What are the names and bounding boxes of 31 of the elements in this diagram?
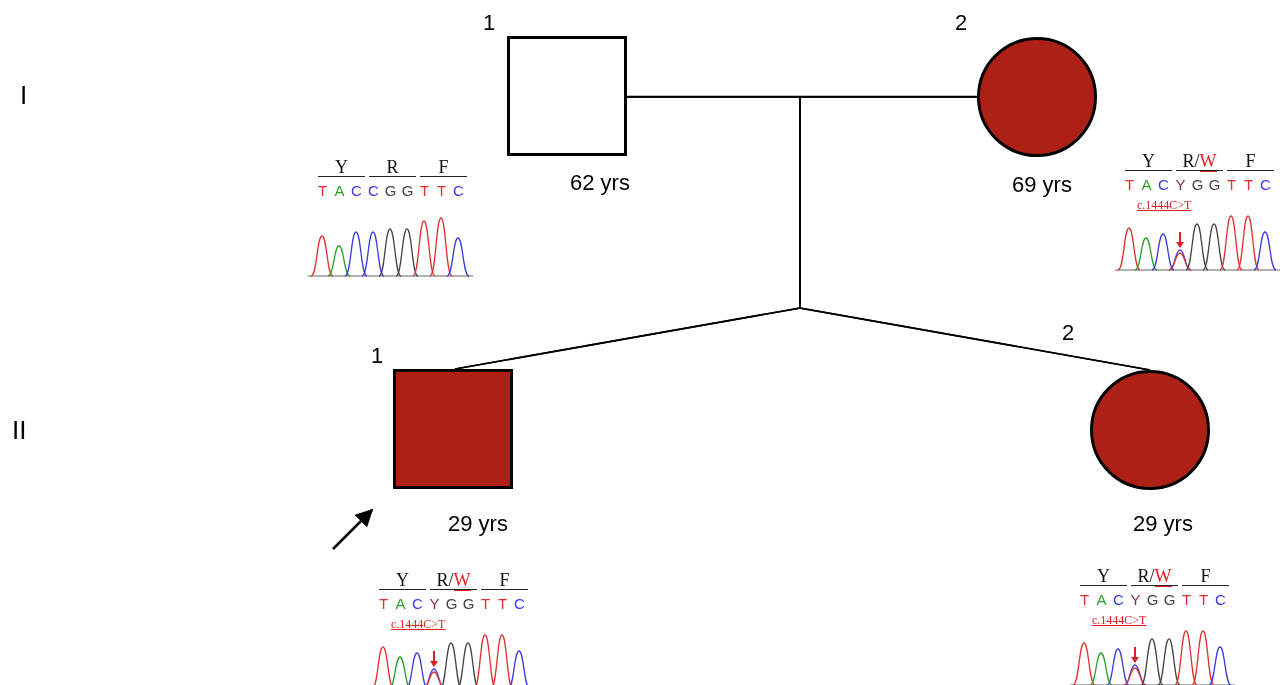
proband-arrow (332, 508, 374, 550)
dna-sequence: T A C Y G G T T C (377, 596, 526, 612)
age-label: 62 yrs (570, 170, 630, 196)
amino-acid-label: R/W (1131, 567, 1178, 586)
individual-number: 1 (483, 10, 496, 36)
amino-acid-label: R (369, 158, 416, 177)
dna-sequence: T A C Y G G T T C (1078, 592, 1227, 608)
amino-acid-label: R/W (1176, 152, 1223, 171)
amino-acid-label: Y (318, 158, 365, 177)
dna-sequence: T A C Y G G T T C (1123, 177, 1272, 193)
amino-acid-label: R/W (430, 571, 477, 590)
amino-acid-label: F (420, 158, 467, 177)
descent-line (799, 96, 1151, 371)
individual-number: 2 (955, 10, 968, 36)
generation-label: I (20, 80, 28, 111)
age-label: 29 yrs (448, 511, 508, 537)
individual-number: 1 (371, 343, 384, 369)
amino-acid-label: F (481, 571, 528, 590)
age-label: 29 yrs (1133, 511, 1193, 537)
mutation-label: c.1444C>T (1092, 614, 1147, 627)
mutation-label: c.1444C>T (1137, 199, 1192, 212)
amino-acid-label: Y (1125, 152, 1172, 171)
amino-acid-label: Y (379, 571, 426, 590)
generation-label: II (12, 415, 27, 446)
amino-acid-label: F (1182, 567, 1229, 586)
mutation-label: c.1444C>T (391, 618, 446, 631)
dna-sequence: T A C C G G T T C (316, 183, 465, 199)
amino-acid-label: Y (1080, 567, 1127, 586)
age-label: 69 yrs (1012, 172, 1072, 198)
amino-acid-label: F (1227, 152, 1274, 171)
individual-number: 2 (1062, 320, 1075, 346)
